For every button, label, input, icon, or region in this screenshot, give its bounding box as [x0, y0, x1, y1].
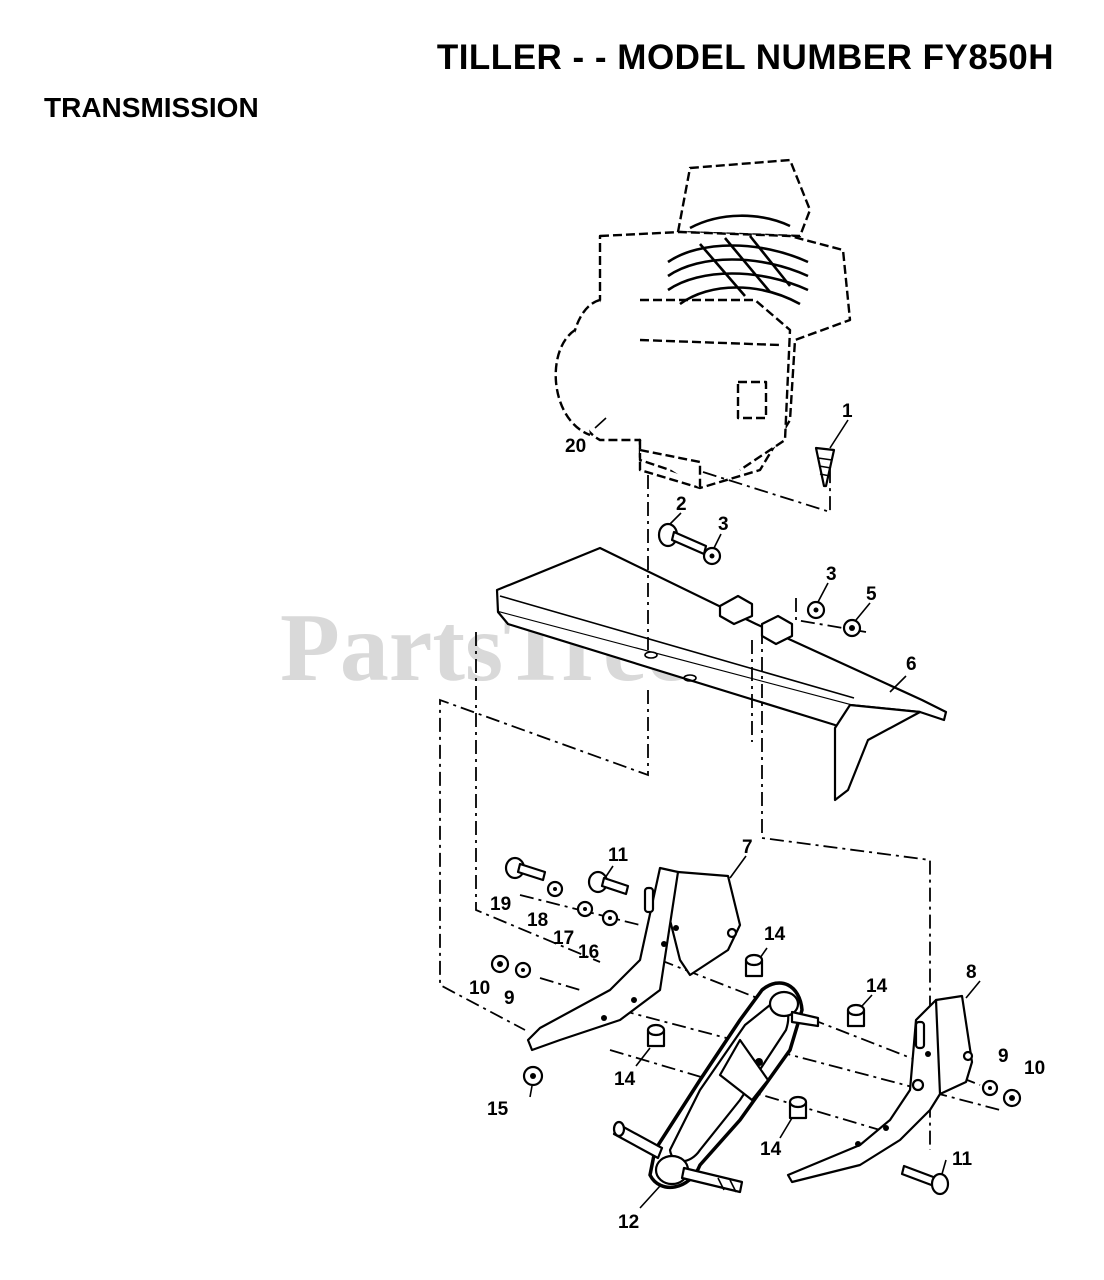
- callout-leaders: [529, 417, 981, 1209]
- section-title: TRANSMISSION: [44, 92, 259, 123]
- callout-9a: 9: [504, 988, 515, 1009]
- callout-12: 12: [618, 1212, 639, 1233]
- washer-9a: [514, 961, 532, 979]
- callout-10a: 10: [469, 978, 490, 999]
- bolt-19: [504, 856, 547, 882]
- callout-14c: 14: [866, 976, 888, 997]
- washer-3a: [702, 546, 722, 566]
- callout-8: 8: [966, 962, 977, 983]
- callout-6: 6: [906, 654, 917, 675]
- transmission-housing-12: [612, 981, 820, 1194]
- screw-1: [814, 446, 836, 488]
- callout-14b: 14: [614, 1069, 636, 1090]
- spacer-14c: [846, 1003, 866, 1028]
- callout-19: 19: [490, 894, 511, 915]
- bolt-11a: [587, 870, 630, 896]
- callout-14d: 14: [760, 1139, 782, 1160]
- callout-11b: 11: [952, 1149, 973, 1170]
- washer-3b: [806, 600, 826, 620]
- page-title: TILLER - - MODEL NUMBER FY850H: [436, 38, 1054, 77]
- washer-16: [601, 909, 619, 927]
- bolt-11b: [900, 1164, 950, 1196]
- nut-10b: [1002, 1088, 1022, 1108]
- washer-9b: [981, 1079, 999, 1097]
- callout-3b: 3: [826, 564, 837, 585]
- callout-14a: 14: [764, 924, 786, 945]
- callout-18: 18: [527, 910, 548, 931]
- spacer-14d: [788, 1095, 808, 1120]
- washer-18: [546, 880, 564, 898]
- engine-outline: [554, 158, 852, 490]
- callout-9b: 9: [998, 1046, 1009, 1067]
- callout-2: 2: [676, 494, 687, 515]
- spacer-14b: [646, 1023, 666, 1048]
- washer-17: [576, 900, 594, 918]
- callout-20: 20: [565, 436, 586, 457]
- nut-15: [522, 1065, 544, 1087]
- callout-11a: 11: [608, 845, 629, 866]
- callout-7: 7: [742, 837, 753, 858]
- callout-17: 17: [553, 928, 574, 949]
- nut-5: [842, 618, 862, 638]
- nut-10a: [490, 954, 510, 974]
- bolt-2: [657, 522, 708, 556]
- spacer-14a: [744, 953, 764, 978]
- callout-15: 15: [487, 1099, 509, 1120]
- right-bracket-8: [786, 994, 974, 1184]
- callout-labels: 1 20 2 3 3 5 6 7 11 19 18 17 16 14 10 9 …: [469, 401, 1045, 1233]
- callout-5: 5: [866, 584, 877, 605]
- callout-10b: 10: [1024, 1058, 1045, 1079]
- callout-16: 16: [578, 942, 599, 963]
- left-bracket-7: [526, 866, 742, 1052]
- callout-3a: 3: [718, 514, 729, 535]
- callout-1: 1: [842, 401, 853, 422]
